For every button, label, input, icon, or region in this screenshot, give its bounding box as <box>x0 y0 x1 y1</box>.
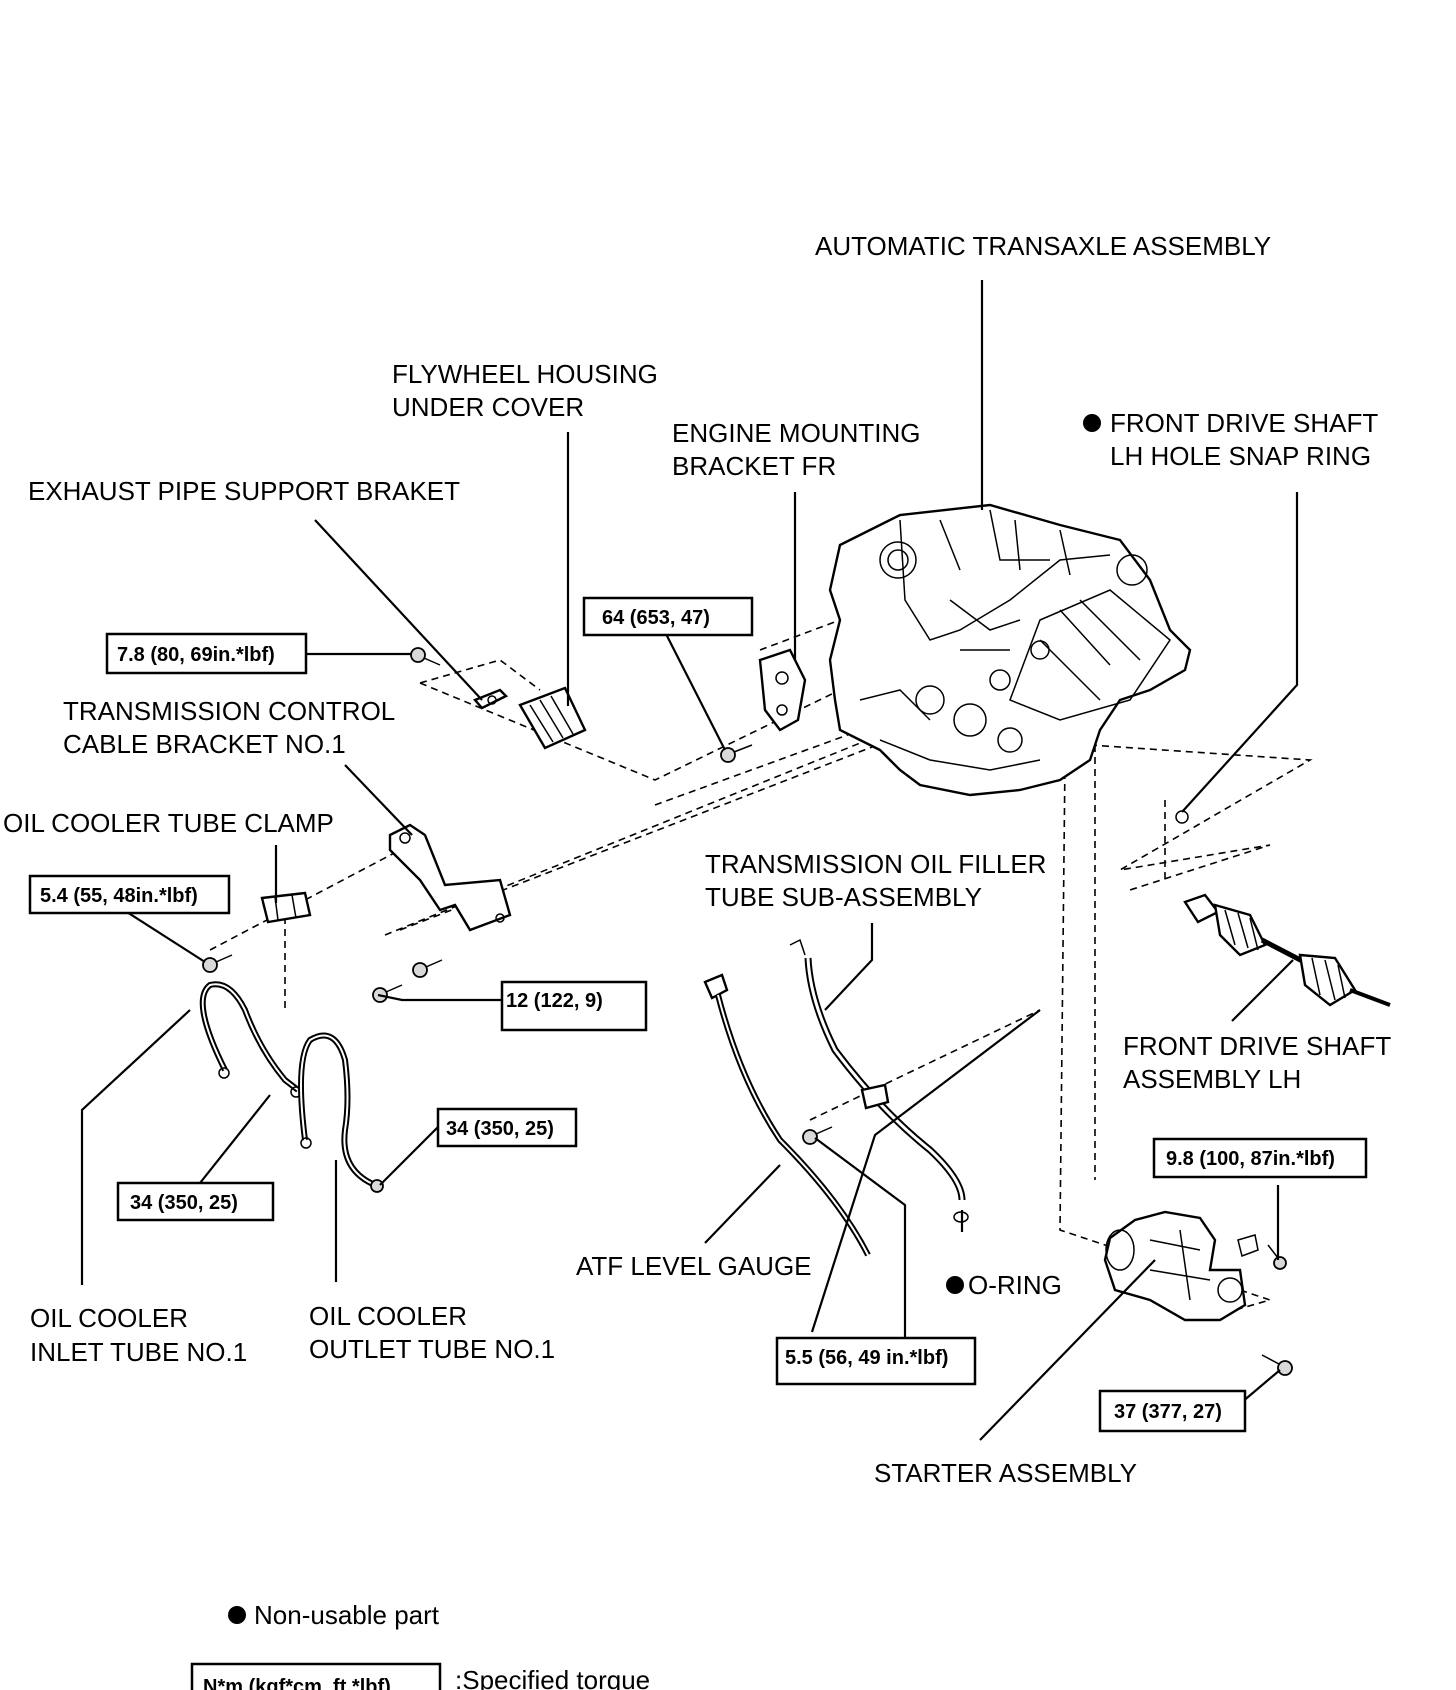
bolt-37 <box>1261 1354 1293 1376</box>
front-drive-shaft-drawing <box>1183 893 1391 1007</box>
leader-lines <box>80 280 1299 1441</box>
label-engine-mount-2: BRACKET FR <box>672 451 836 481</box>
label-flywheel-1: FLYWHEEL HOUSING <box>392 359 658 389</box>
label-trans-ctrl-1: TRANSMISSION CONTROL <box>63 696 395 726</box>
label-oil-filler-1: TRANSMISSION OIL FILLER <box>705 849 1046 879</box>
label-oil-clamp: OIL COOLER TUBE CLAMP <box>3 808 334 838</box>
bolts <box>202 647 1293 1376</box>
label-front-shaft-1: FRONT DRIVE SHAFT <box>1123 1031 1391 1061</box>
label-front-snap-2: LH HOLE SNAP RING <box>1110 441 1371 471</box>
legend-non-usable-text: Non-usable part <box>254 1600 440 1630</box>
starter-drawing <box>1103 1210 1259 1322</box>
oil-cooler-clamp-drawing <box>260 891 312 924</box>
control-cable-bracket-drawing <box>388 823 512 932</box>
torque-boxes: 64 (653, 47) 7.8 (80, 69in.*lbf) 5.4 (55… <box>28 596 1368 1433</box>
label-trans-ctrl-2: CABLE BRACKET NO.1 <box>63 729 346 759</box>
bolt-12b <box>412 959 443 978</box>
legend-torque-desc: :Specified torque <box>455 1665 650 1690</box>
legend-torque-box <box>190 1662 442 1690</box>
torque-54: 5.4 (55, 48in.*lbf) <box>40 885 198 907</box>
label-outlet-1: OIL COOLER <box>309 1301 467 1331</box>
label-inlet-1: OIL COOLER <box>30 1303 188 1333</box>
torque-55: 5.5 (56, 49 in.*lbf) <box>785 1347 948 1369</box>
oil-filler-tube-drawing <box>789 938 966 1201</box>
label-atf-gauge: ATF LEVEL GAUGE <box>576 1251 812 1281</box>
torque-98: 9.8 (100, 87in.*lbf) <box>1166 1148 1335 1170</box>
torque-box-78 <box>105 632 308 675</box>
legend: Non-usable part N*m (kgf*cm, ft.*lbf) :S… <box>190 1600 650 1690</box>
torque-34b: 34 (350, 25) <box>446 1118 554 1140</box>
automatic-transaxle-drawing <box>828 503 1192 797</box>
torque-box-37 <box>1098 1389 1247 1433</box>
torque-37: 37 (377, 27) <box>1114 1401 1222 1423</box>
torque-box-12 <box>500 980 648 1032</box>
oil-cooler-outlet-tube-drawing <box>298 1032 384 1193</box>
label-starter: STARTER ASSEMBLY <box>874 1458 1137 1488</box>
label-front-shaft-2: ASSEMBLY LH <box>1123 1064 1301 1094</box>
label-oil-filler-2: TUBE SUB-ASSEMBLY <box>705 882 982 912</box>
snap-ring <box>1175 810 1189 824</box>
torque-64: 64 (653, 47) <box>602 607 710 629</box>
non-usable-dot-o-ring <box>946 1276 964 1294</box>
torque-78: 7.8 (80, 69in.*lbf) <box>117 644 275 666</box>
torque-box-98 <box>1152 1137 1368 1179</box>
label-o-ring: O-RING <box>968 1270 1062 1300</box>
bolt-64 <box>720 744 753 763</box>
label-front-snap-1: FRONT DRIVE SHAFT <box>1110 408 1378 438</box>
label-inlet-2: INLET TUBE NO.1 <box>30 1337 247 1367</box>
atf-level-gauge-drawing <box>703 973 871 1257</box>
oil-cooler-inlet-tube-drawing <box>199 981 302 1098</box>
label-flywheel-2: UNDER COVER <box>392 392 584 422</box>
exhaust-bracket-drawing <box>472 688 509 710</box>
flywheel-under-cover-drawing <box>518 686 587 750</box>
part-labels: AUTOMATIC TRANSAXLE ASSEMBLY FLYWHEEL HO… <box>3 231 1391 1488</box>
bolt-54 <box>202 954 233 973</box>
torque-box-55 <box>775 1336 977 1386</box>
label-engine-mount-1: ENGINE MOUNTING <box>672 418 920 448</box>
engine-mounting-bracket-drawing <box>758 648 807 732</box>
non-usable-dot-snap-ring <box>1083 414 1101 432</box>
torque-box-34a <box>116 1181 275 1222</box>
torque-12: 12 (122, 9) <box>506 990 603 1012</box>
torque-box-64 <box>582 596 754 637</box>
bolt-55 <box>802 1126 833 1145</box>
torque-box-34b <box>436 1107 578 1148</box>
legend-torque-box-text: N*m (kgf*cm, ft.*lbf) <box>203 1676 391 1690</box>
torque-box-54 <box>28 874 231 915</box>
label-exhaust-bracket: EXHAUST PIPE SUPPORT BRAKET <box>28 476 460 506</box>
label-automatic-transaxle: AUTOMATIC TRANSAXLE ASSEMBLY <box>815 231 1271 261</box>
torque-34a: 34 (350, 25) <box>130 1192 238 1214</box>
label-outlet-2: OUTLET TUBE NO.1 <box>309 1334 555 1364</box>
legend-non-usable-dot <box>228 1606 246 1624</box>
